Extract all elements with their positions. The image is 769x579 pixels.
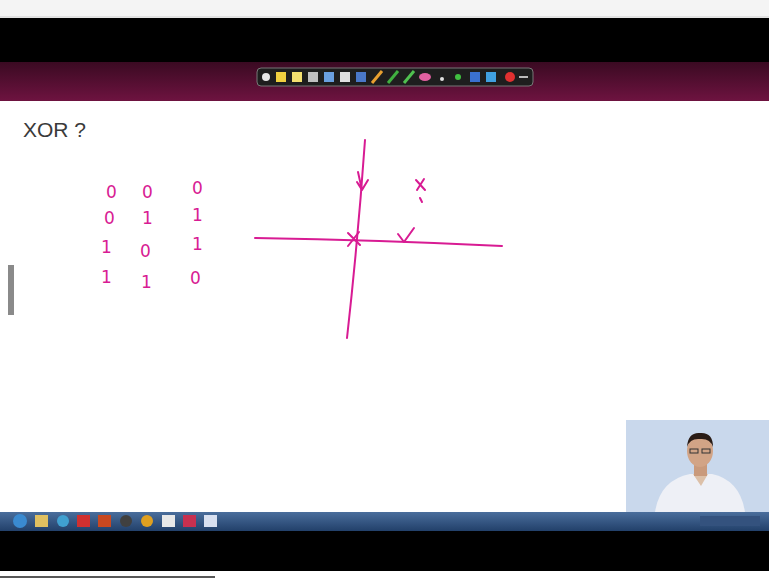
black-band	[0, 18, 769, 63]
taskbar-icons	[13, 514, 760, 528]
table-cell: 1	[101, 267, 112, 287]
check-mark	[398, 228, 414, 242]
black-band	[0, 531, 769, 571]
table-cell-holder: 1	[192, 205, 203, 225]
table-cell-holder: 0	[192, 178, 203, 198]
bottom-line	[0, 576, 215, 578]
table-cell-holder: 0	[104, 208, 115, 228]
table-cell-holder: 0	[190, 268, 201, 288]
table-cell: 0	[142, 182, 153, 202]
maroon-band	[0, 62, 769, 101]
x-axis	[255, 238, 502, 246]
slide-title: XOR ?	[23, 118, 86, 142]
table-cell-holder: 1	[101, 237, 112, 257]
table-cell-holder: 1	[192, 234, 203, 254]
taskbar	[0, 512, 769, 531]
xor-plot	[255, 140, 502, 338]
presenter-video	[626, 420, 769, 512]
title-holder: XOR ?	[23, 118, 86, 142]
check-mark	[357, 172, 368, 190]
slide	[0, 101, 769, 512]
top-strip	[0, 0, 769, 18]
side-tab	[8, 265, 14, 315]
table-cell: 0	[192, 178, 203, 198]
top-line	[0, 17, 769, 18]
cross-mark	[416, 179, 425, 190]
table-cell-holder: 1	[101, 267, 112, 287]
ink-dot	[420, 198, 422, 202]
y-axis	[347, 140, 365, 338]
table-cell-holder: 0	[140, 241, 151, 261]
table-cell: 1	[192, 205, 203, 225]
table-cell: 0	[140, 241, 151, 261]
table-cell: 0	[106, 182, 117, 202]
table-cell-holder: 0	[142, 182, 153, 202]
table-cell: 1	[101, 237, 112, 257]
table-cell: 0	[104, 208, 115, 228]
table-cell: 1	[141, 272, 152, 292]
pen-toolbar	[257, 68, 533, 86]
table-cell-holder: 1	[141, 272, 152, 292]
bottom-strip	[0, 571, 769, 579]
table-cell: 0	[190, 268, 201, 288]
table-cell: 1	[142, 208, 153, 228]
cross-mark	[348, 232, 360, 246]
table-cell: 1	[192, 234, 203, 254]
table-cell-holder: 0	[106, 182, 117, 202]
table-cell-holder: 1	[142, 208, 153, 228]
